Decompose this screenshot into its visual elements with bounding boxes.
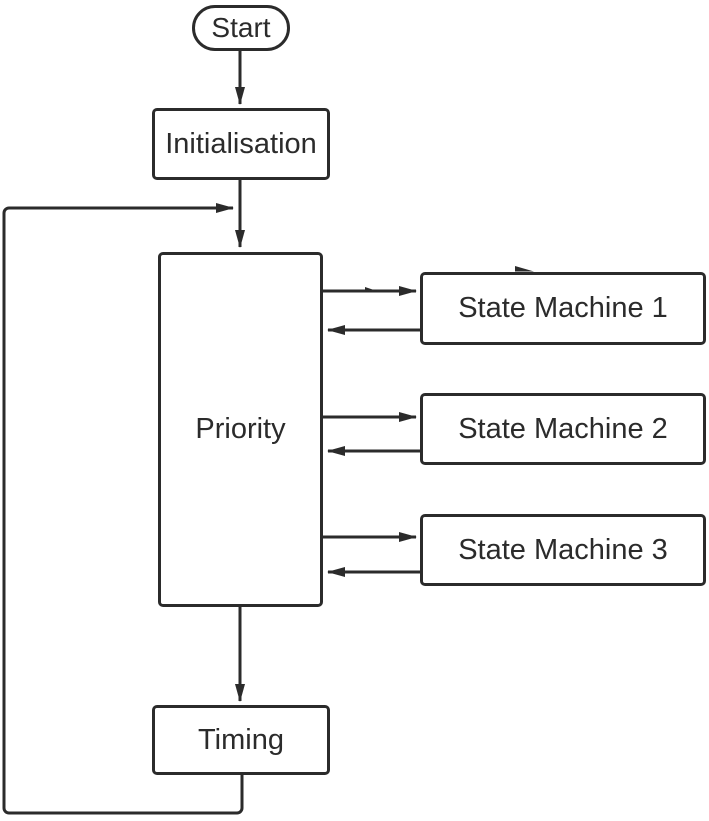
node-priority: Priority	[158, 252, 323, 607]
node-state-machine-3: State Machine 3	[420, 514, 706, 586]
node-state-machine-1-label: State Machine 1	[458, 292, 668, 324]
node-start: Start	[192, 5, 290, 51]
node-state-machine-3-label: State Machine 3	[458, 533, 668, 566]
node-initialisation-label: Initialisation	[165, 127, 317, 160]
edge-timing-loopback	[2, 203, 244, 815]
node-initialisation: Initialisation	[152, 108, 330, 180]
node-state-machine-2: State Machine 2	[420, 393, 706, 465]
node-timing: Timing	[152, 705, 330, 775]
node-priority-label: Priority	[195, 413, 286, 445]
stray-arrowhead-mid-icon	[365, 287, 377, 292]
node-timing-label: Timing	[198, 723, 284, 756]
node-start-label: Start	[211, 12, 271, 43]
stray-arrowhead-sm1-top-icon	[515, 266, 534, 272]
node-state-machine-2-label: State Machine 2	[458, 412, 668, 445]
node-state-machine-1: State Machine 1	[420, 272, 706, 345]
